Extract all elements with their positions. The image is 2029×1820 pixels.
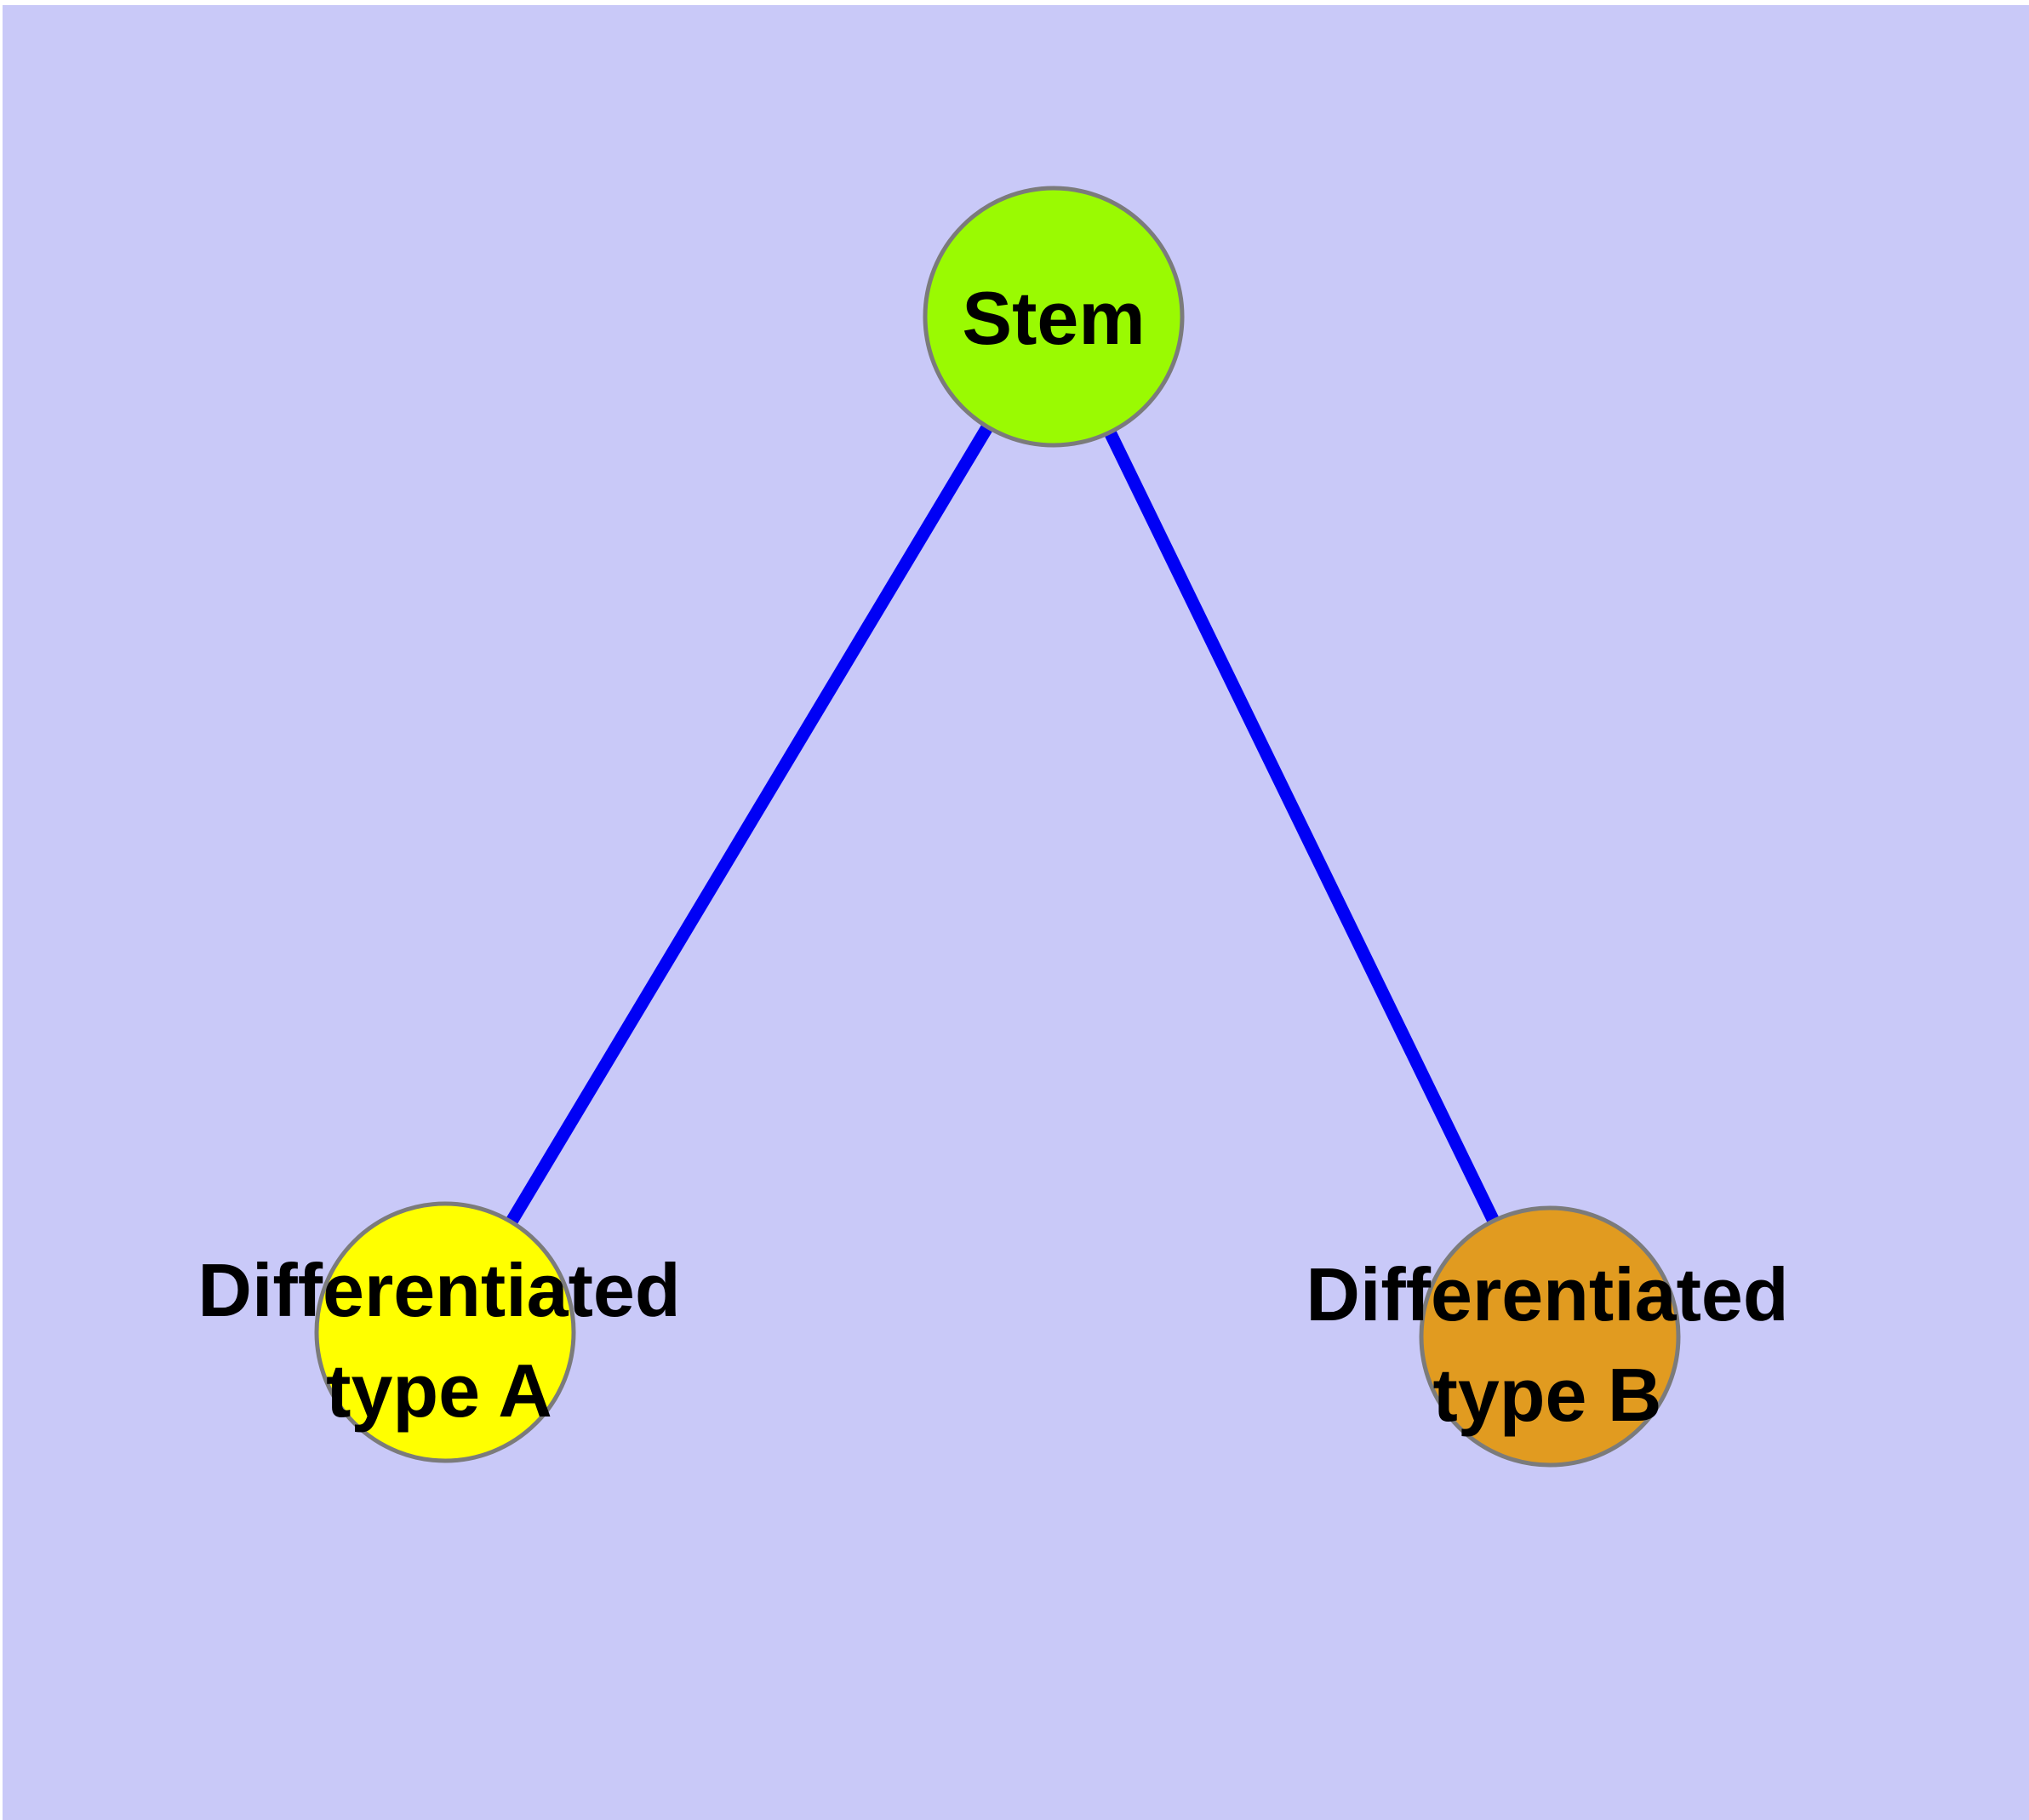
node-type-a-label-line2: type A — [326, 1348, 552, 1433]
node-type-b-circle — [1419, 1205, 1681, 1468]
node-type-a-label-line1: Differentiated — [197, 1248, 680, 1332]
edge-stem-to-type-b — [1048, 313, 1556, 1340]
edge-stem-to-type-a — [439, 313, 1060, 1336]
node-stem: Stem — [923, 186, 1185, 448]
node-type-a-circle — [314, 1201, 576, 1463]
node-type-b-label-line2: type B — [1433, 1353, 1662, 1437]
node-stem-circle — [923, 186, 1185, 448]
node-type-b-label-line1: Differentiated — [1306, 1252, 1788, 1336]
node-differentiated-type-a: Differentiated type A — [197, 1201, 681, 1463]
node-differentiated-type-b: Differentiated type B — [1306, 1205, 1789, 1468]
node-stem-label: Stem — [962, 276, 1145, 360]
